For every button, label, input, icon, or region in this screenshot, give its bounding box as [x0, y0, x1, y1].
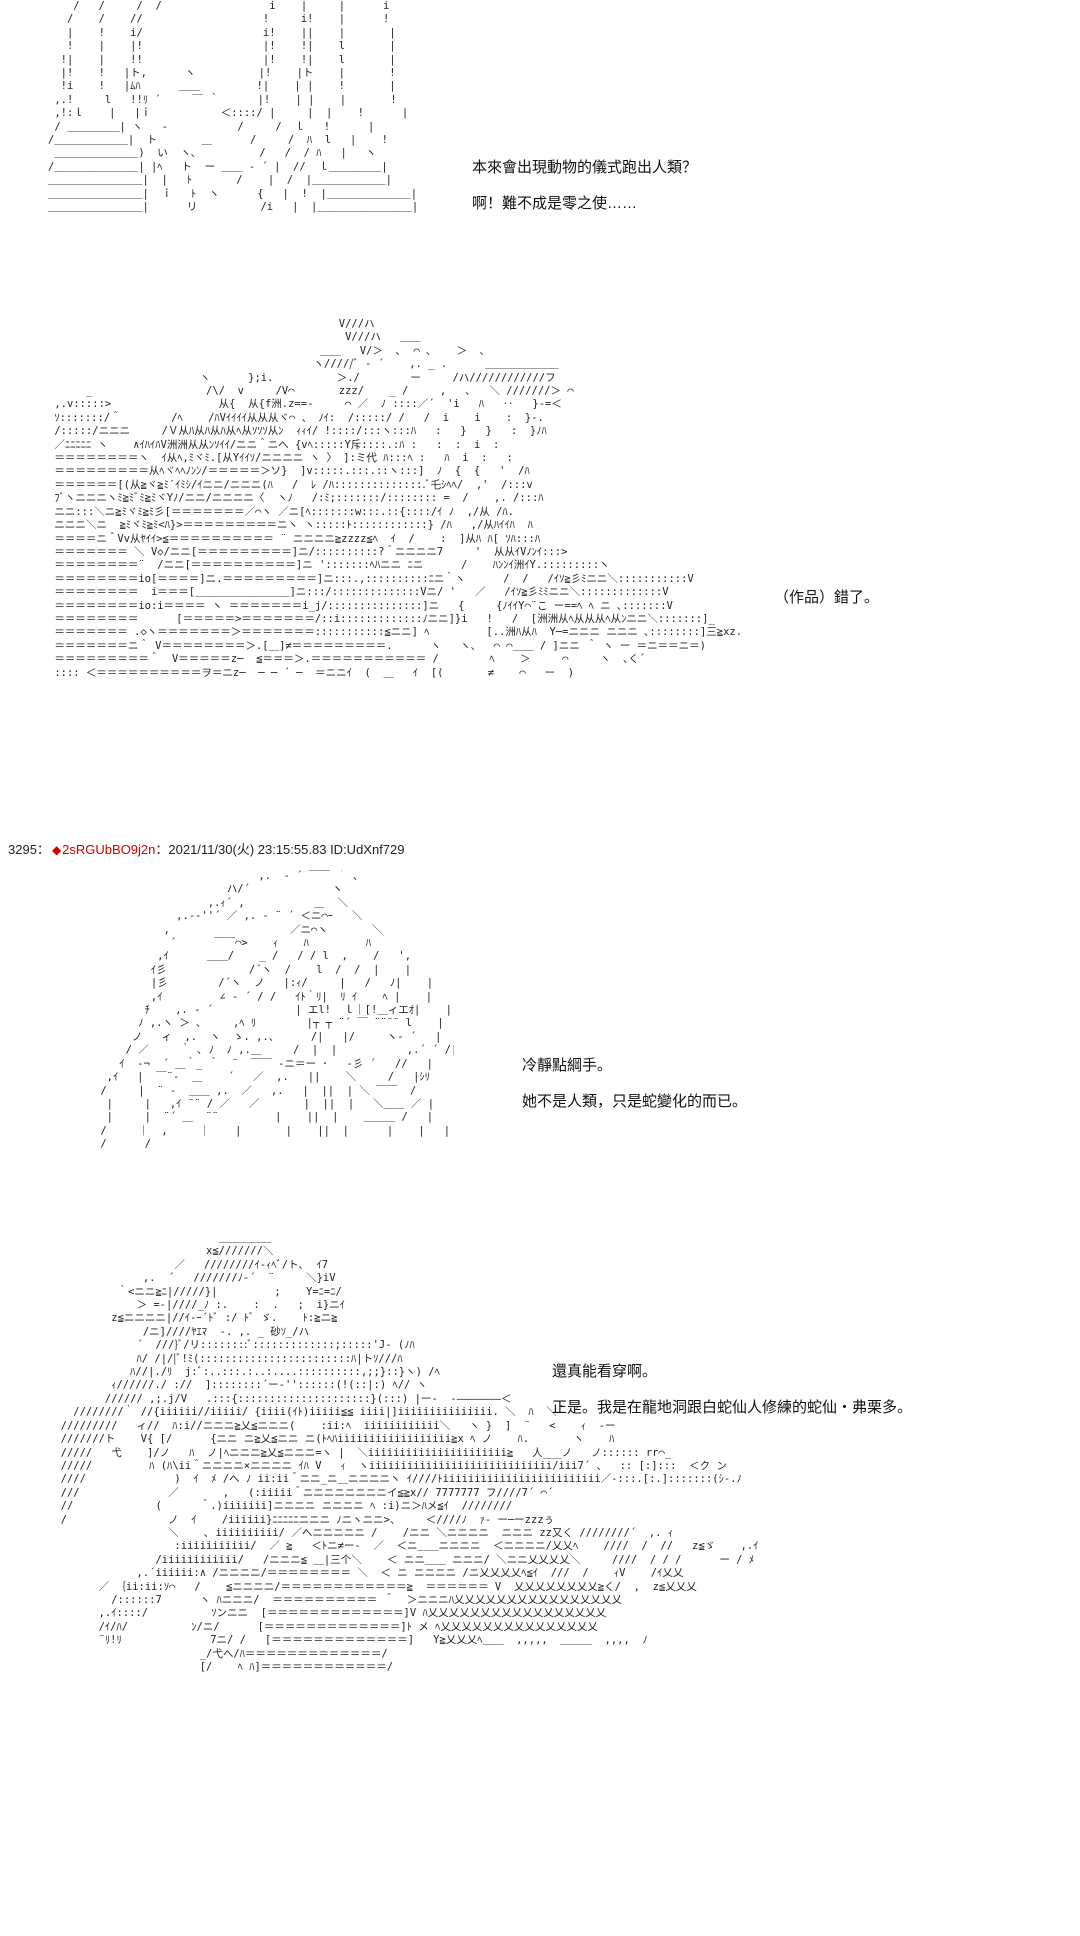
ascii-art-girl-portrait: / / / / i | | i / / // ! i! | ! | ! i/ i… [48, 0, 419, 214]
post-separator: ： [36, 842, 50, 857]
panel4-line-1: 還真能看穿啊。 [552, 1363, 658, 1380]
panel3-line-1: 冷靜點綱手。 [522, 1057, 613, 1074]
trip-diamond-icon: ◆ [51, 843, 62, 857]
post-datetime: ：2021/11/30(火) 23:15:55.83 [155, 842, 327, 857]
post-header: 3295：◆2sRGUbBO9j2n：2021/11/30(火) 23:15:5… [8, 839, 405, 858]
post-trip[interactable]: 2sRGUbBO9j2n [62, 842, 156, 857]
ascii-art-crowd-scene: V///ハ V///ハ ＿＿ ＿＿ V/＞ ､ ⌒ ､ ＞ ､ ヽ/////ﾞ … [54, 318, 743, 679]
post-number: 3295 [8, 842, 37, 857]
panel4-line-2: 正是。我是在龍地洞跟白蛇仙人修練的蛇仙・弗栗多。 [552, 1399, 913, 1416]
post-id: ID:UdXnf729 [330, 842, 405, 857]
ascii-art-tsunade: ,. ‐ ´ ￣￣ ｀ ､ ハ/´ ヽ ,.ｨ´ , ＿ ＼ ,.-‐''´ ／… [100, 870, 454, 1151]
panel3-line-2: 她不是人類，只是蛇變化的而已。 [522, 1093, 748, 1110]
ascii-art-snake-sage: ＿＿＿＿＿ x≦///////＼ ／ ////////ｲ‐ｨﾍﾞ/ト､ ｲ7 ,… [60, 1232, 759, 1673]
panel2-line-1: （作品）錯了。 [774, 589, 880, 606]
panel1-line-2: 啊！難不成是零之使…… [472, 195, 638, 212]
panel1-line-1: 本來會出現動物的儀式跑出人類？ [472, 159, 698, 176]
